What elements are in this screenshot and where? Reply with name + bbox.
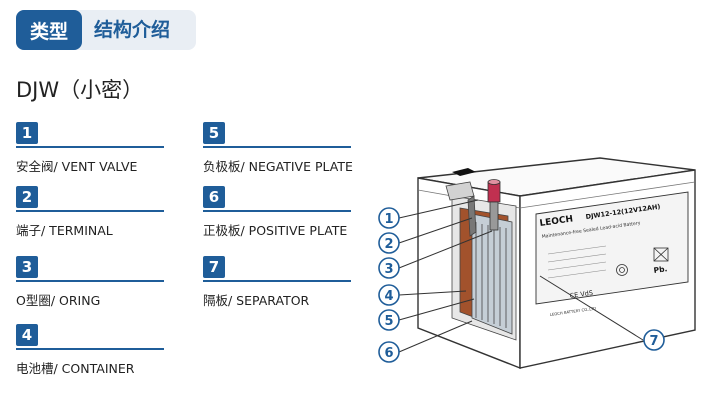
part-label: 电池槽/ CONTAINER [16,361,135,376]
label-maker: LEOCH BATTERY CO.,LTD [549,306,596,317]
part-item-7: 7 隔板/ SEPARATOR [203,256,351,309]
divider [16,146,164,148]
callout-5 [378,309,400,331]
divider [16,210,164,212]
part-number: 6 [203,186,225,208]
callout-7 [643,329,665,351]
part-number: 2 [16,186,38,208]
label-pb: Pb. [653,264,668,275]
part-label: 端子/ TERMINAL [16,223,113,238]
part-number: 3 [16,256,38,278]
divider [203,210,351,212]
part-number: 7 [203,256,225,278]
callout-1-label: 1 [384,212,393,227]
callout-4-label: 4 [384,289,393,304]
part-label: 隔板/ SEPARATOR [203,293,310,308]
callout-2 [378,232,400,254]
callout-6 [378,341,400,363]
callout-1 [378,207,400,229]
tab-bar: 类型 结构介绍 [16,10,196,50]
callout-3-label: 3 [384,262,393,277]
recycle-icon [616,264,628,276]
callout-leader-lines [398,199,644,353]
callout-5-label: 5 [384,314,393,329]
part-item-4: 4 电池槽/ CONTAINER [16,324,164,377]
part-item-6: 6 正极板/ POSITIVE PLATE [203,186,351,239]
part-label: 安全阀/ VENT VALVE [16,159,138,174]
callout-6-label: 6 [384,346,393,361]
part-item-5: 5 负极板/ NEGATIVE PLATE [203,122,353,175]
part-number: 5 [203,122,225,144]
part-number: 1 [16,122,38,144]
terminal-post [487,179,501,231]
tab-structure[interactable]: 结构介绍 [94,19,171,41]
callout-7-label: 7 [649,334,658,349]
part-item-2: 2 端子/ TERMINAL [16,186,164,239]
divider [16,280,164,282]
callout-2-label: 2 [384,237,393,252]
battery-label [535,191,689,305]
divider [16,348,164,350]
page-title: DJW（小密） [16,78,144,102]
callout-3 [378,257,400,279]
tab-type[interactable]: 类型 [16,10,82,50]
part-item-3: 3 O型圈/ ORING [16,256,164,309]
cutaway-interior [445,181,517,341]
label-cert: CE VdS [569,289,593,300]
part-number: 4 [16,324,38,346]
part-label: 正极板/ POSITIVE PLATE [203,223,348,238]
part-label: O型圈/ ORING [16,293,101,308]
part-label: 负极板/ NEGATIVE PLATE [203,159,353,174]
label-brand: LEOCH [539,214,574,229]
divider [203,280,351,282]
label-spec-lines [547,245,607,279]
no-bin-icon [653,247,669,262]
divider [203,146,351,148]
callout-4 [378,284,400,306]
part-item-1: 1 安全阀/ VENT VALVE [16,122,164,175]
top-terminal-cap [452,168,476,176]
